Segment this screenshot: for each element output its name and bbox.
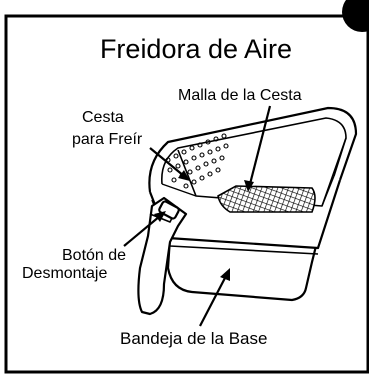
arrow-base-tray <box>199 275 227 327</box>
basket-handle <box>137 196 188 316</box>
label-release-button: Botón de Desmontaje <box>22 247 131 282</box>
diagram-title: Freidora de Aire <box>100 34 292 64</box>
label-release-button-line1: Botón de <box>62 247 126 264</box>
label-basket: Cesta para Freír <box>72 109 143 148</box>
corner-badge <box>342 0 369 32</box>
basket-perforations <box>165 133 229 189</box>
label-basket-mesh: Malla de la Cesta <box>178 87 302 104</box>
base-tray-body <box>166 237 318 302</box>
leader-arrows <box>123 105 272 327</box>
release-button-shape <box>158 200 180 220</box>
basket-mesh <box>217 185 316 213</box>
label-release-button-line2: Desmontaje <box>22 265 107 282</box>
arrow-mesh <box>248 105 272 185</box>
label-basket-line2: para Freír <box>72 131 143 148</box>
arrow-release-button <box>123 215 161 247</box>
basket-rim <box>148 106 358 193</box>
label-basket-line1: Cesta <box>82 109 124 126</box>
basket-illustration <box>148 106 358 302</box>
label-base-tray: Bandeja de la Base <box>120 329 267 348</box>
arrow-basket <box>149 147 185 177</box>
